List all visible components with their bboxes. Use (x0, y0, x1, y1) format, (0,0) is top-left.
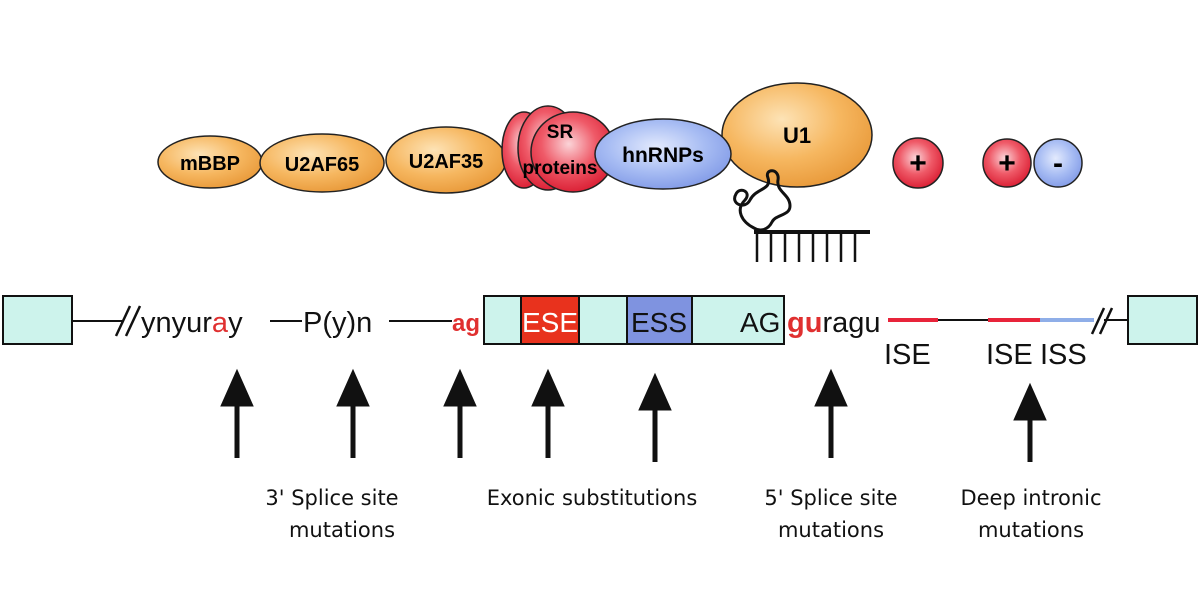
mbbp-label: mBBP (180, 153, 240, 175)
ese-box (520, 295, 580, 345)
plus-label-1: + (909, 147, 927, 180)
u2af35-label: U2AF35 (409, 151, 483, 173)
hnrnps-protein: hnRNPs (594, 118, 732, 190)
arrow-branch-point (220, 368, 254, 458)
ise-label-1: ISE (884, 339, 931, 371)
branch-pre: ynyur (141, 307, 212, 339)
caption-3-splice-line1: 3' Splice site (265, 486, 398, 510)
u1-snrna-icon (733, 169, 792, 232)
plus-icon: + (892, 137, 944, 189)
plus-label-2: + (998, 147, 1016, 180)
caption-deep-line2: mutations (978, 518, 1084, 542)
u1-binding-comb (754, 230, 870, 262)
arrow-donor (814, 368, 848, 458)
mbbp-protein: mBBP (157, 135, 263, 189)
u1-protein: U1 (721, 82, 873, 188)
arrow-deep-intronic (1013, 382, 1047, 462)
iss-label: ISS (1040, 339, 1087, 371)
sr-proteins: SR proteins (501, 105, 616, 193)
mutation-arrows (220, 368, 1047, 462)
exon-ag-label: AG (740, 307, 780, 338)
branch-sequence: ynyuray (141, 307, 243, 339)
break-mark-left (114, 305, 142, 337)
ese-label: ESE (522, 307, 578, 338)
caption-3-splice-line2: mutations (289, 518, 395, 542)
polypyrimidine-tract: P(y)n (303, 307, 372, 339)
branch-post: y (228, 307, 243, 339)
caption-exonic: Exonic substitutions (487, 486, 698, 510)
arrow-acceptor (443, 368, 477, 458)
right-exon-box (1127, 295, 1198, 345)
u2af65-label: U2AF65 (285, 154, 359, 176)
acceptor-ag: ag (452, 310, 480, 337)
ess-label: ESS (631, 307, 687, 338)
minus-icon: - (1033, 138, 1083, 188)
donor-sequence: guragu (787, 307, 880, 339)
donor-ragu: ragu (822, 307, 880, 339)
arrow-polypyrimidine (336, 368, 370, 458)
arrow-ese (531, 368, 565, 458)
plus-icon: + (982, 138, 1032, 188)
hnrnps-label: hnRNPs (622, 144, 704, 167)
u2af65-protein: U2AF65 (259, 133, 385, 193)
ise-label-2: ISE (986, 339, 1033, 371)
left-exon-box (2, 295, 73, 345)
ess-box (626, 295, 693, 345)
caption-deep-line1: Deep intronic (960, 486, 1101, 510)
minus-label: - (1053, 147, 1063, 180)
u2af35-protein: U2AF35 (385, 126, 507, 194)
sr-label-line2: proteins (523, 158, 598, 179)
caption-5-splice-line1: 5' Splice site (764, 486, 897, 510)
u1-label: U1 (783, 123, 811, 148)
branch-point-a: a (212, 307, 229, 339)
sr-label-line1: SR (547, 122, 574, 143)
arrow-ess (638, 372, 672, 462)
caption-5-splice-line2: mutations (778, 518, 884, 542)
donor-gu: gu (787, 307, 822, 339)
